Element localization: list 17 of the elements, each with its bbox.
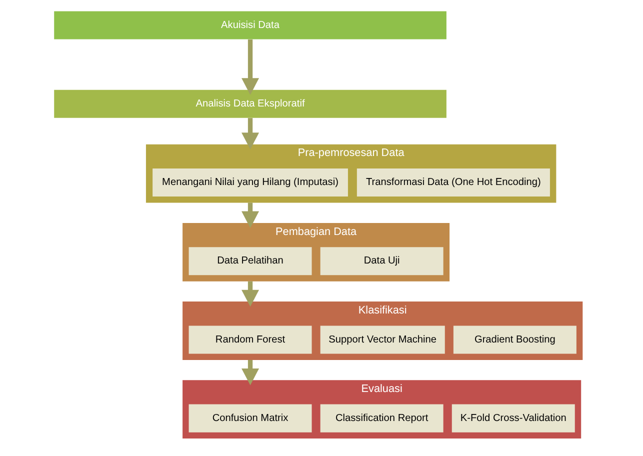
arrow	[242, 202, 260, 228]
node-box: Confusion Matrix	[188, 404, 312, 432]
node-box: Data Pelatihan	[188, 247, 312, 276]
node-box: Menangani Nilai yang Hilang (Imputasi)	[152, 168, 348, 196]
node-box: Transformasi Data (One Hot Encoding)	[356, 168, 550, 196]
node-box: Gradient Boosting	[453, 326, 576, 354]
arrow	[242, 39, 260, 95]
node-box: Data Uji	[320, 247, 444, 276]
node-box: Akuisisi Data	[54, 11, 446, 40]
node-box: Support Vector Machine	[320, 326, 445, 354]
node-box: Random Forest	[188, 326, 312, 354]
arrow	[242, 118, 260, 150]
arrow	[242, 360, 260, 386]
node-box: Classification Report	[320, 404, 444, 432]
node-box: Analisis Data Eksploratif	[54, 90, 446, 118]
node-box: K-Fold Cross-Validation	[452, 404, 575, 432]
arrow	[242, 281, 260, 307]
